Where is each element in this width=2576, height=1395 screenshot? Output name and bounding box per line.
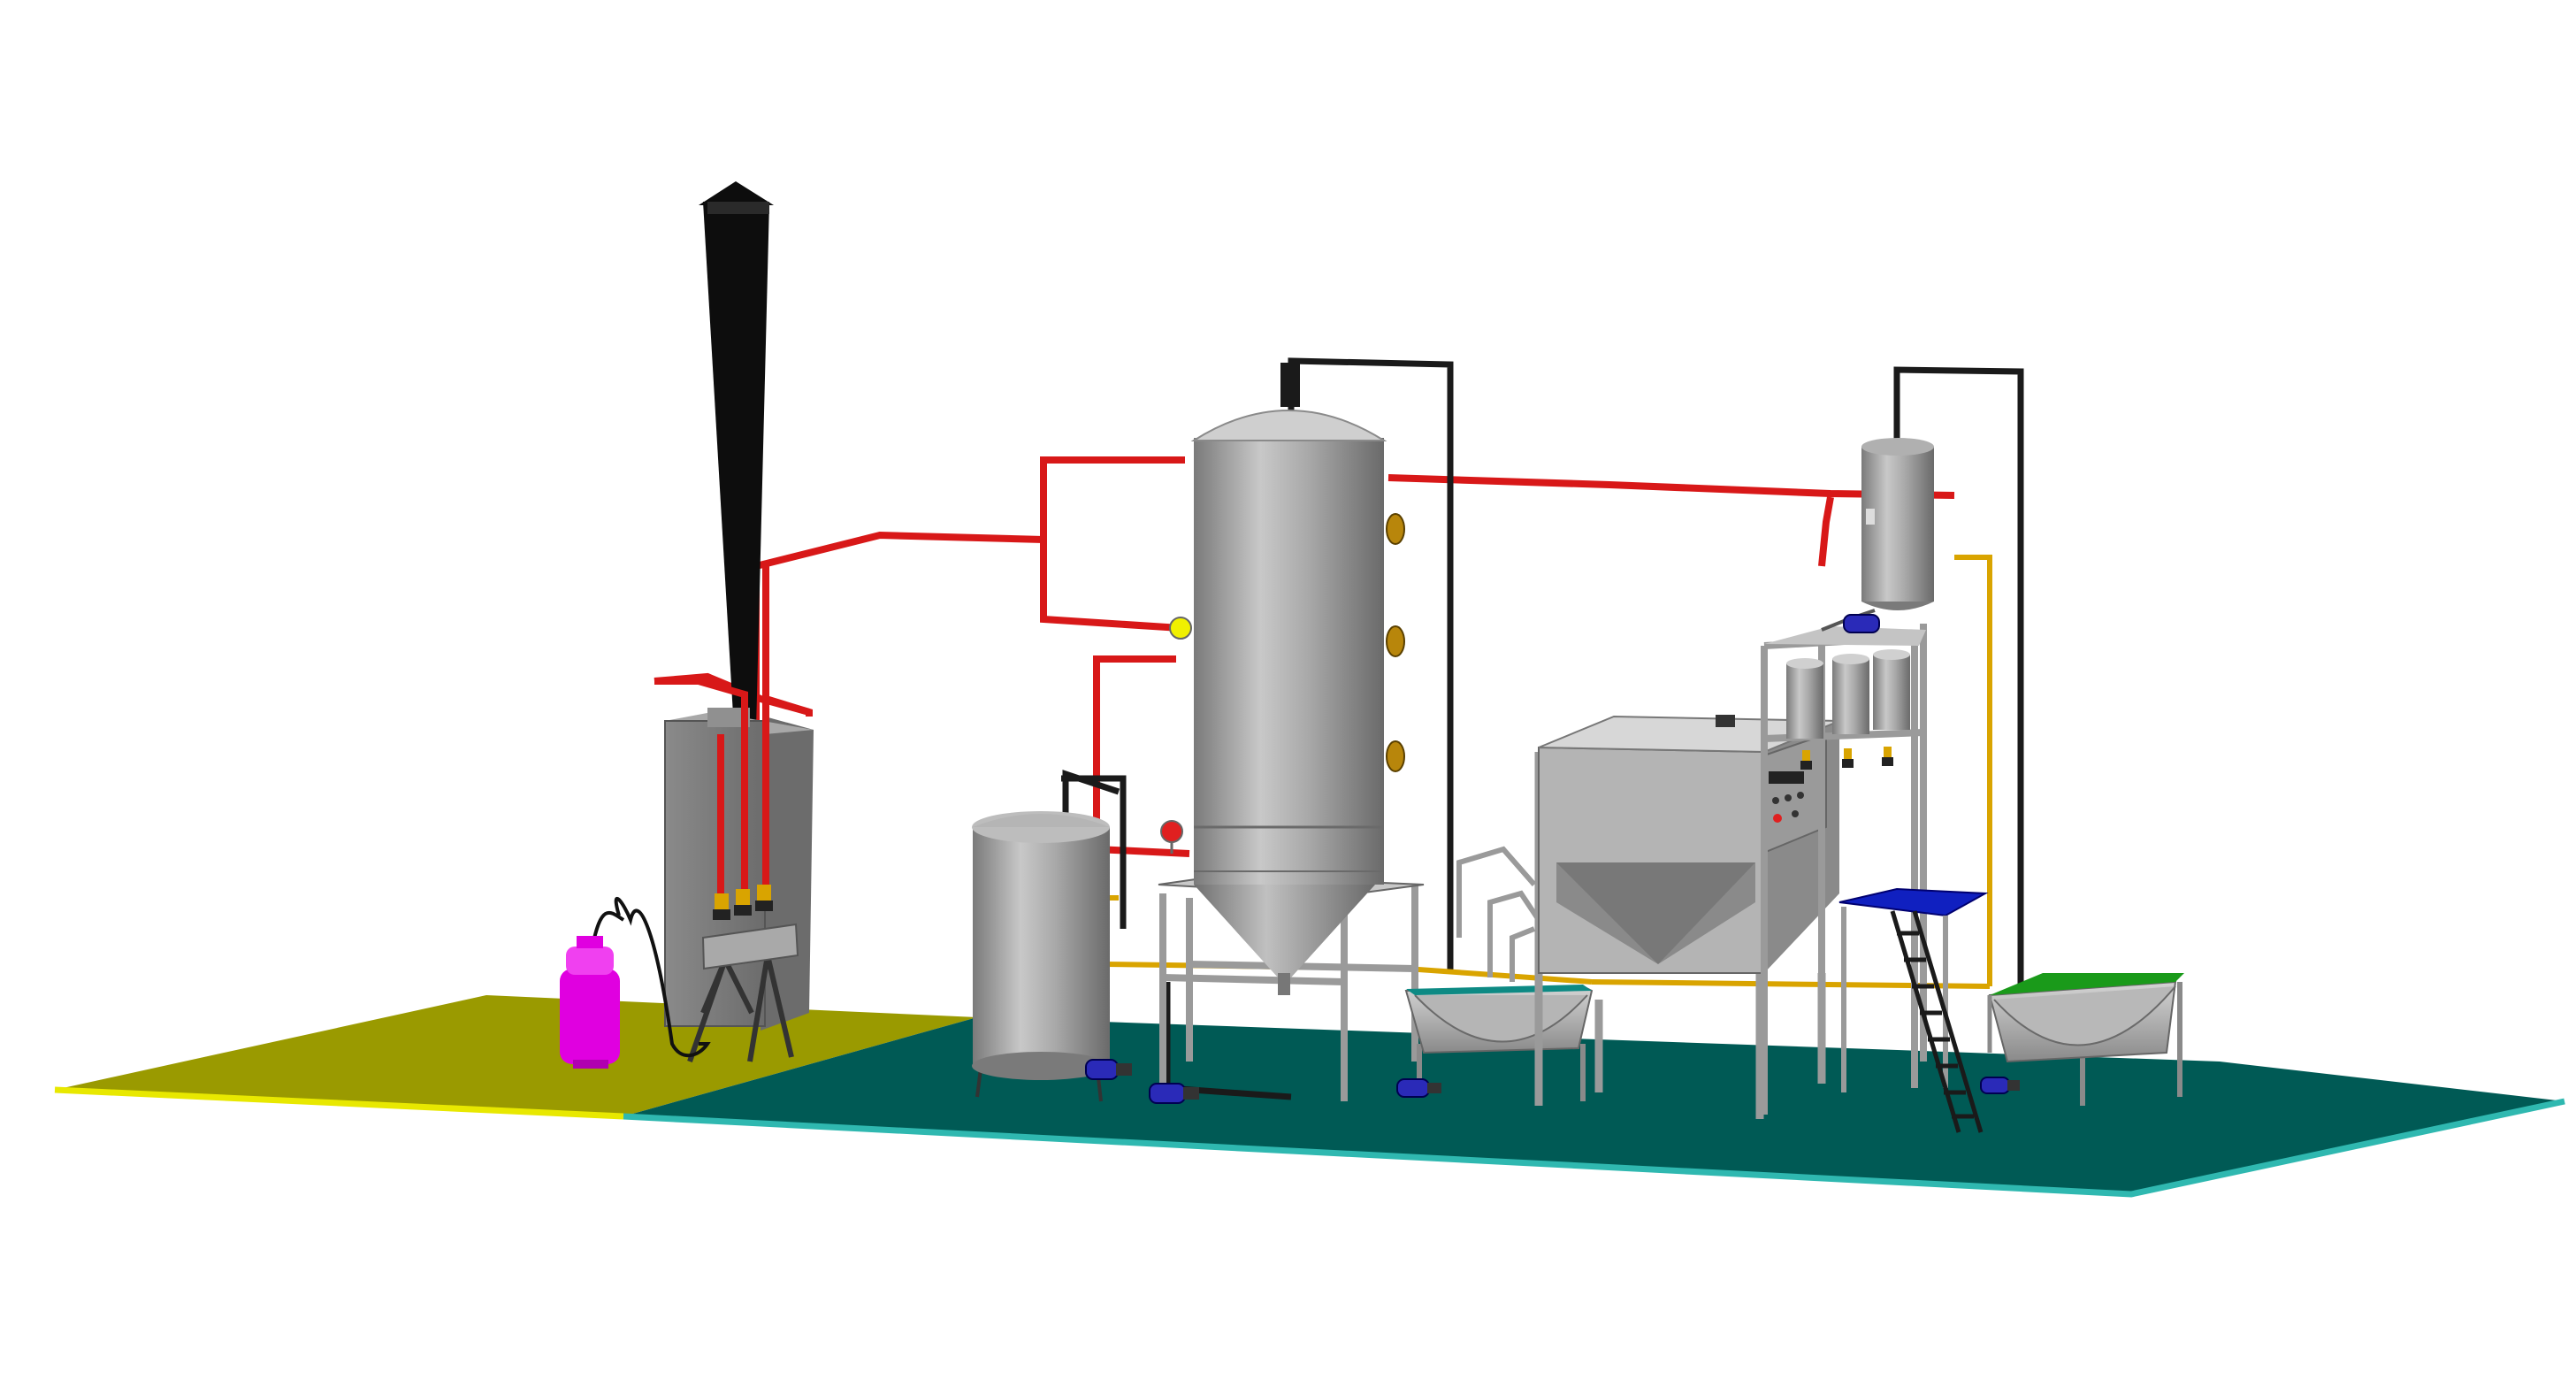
reactor-cone (1194, 885, 1375, 977)
pressure-gauge-icon (1169, 617, 1192, 640)
hopper-feed-tubes (1456, 846, 1541, 982)
storage-tank (972, 811, 1110, 1102)
gas-cylinder-icon (560, 969, 620, 1064)
furnace-feed-pipes (654, 566, 813, 893)
display-icon (1769, 771, 1804, 784)
chimney-cap (699, 181, 774, 205)
pump-icon (1843, 614, 1880, 633)
floor-yellow-edge (54, 1086, 624, 1120)
chimney (699, 181, 774, 730)
filter-icon (1832, 659, 1869, 734)
pump-icon (1085, 1059, 1132, 1080)
exhaust-pipe-network (1061, 357, 2024, 1100)
filter-icon (1786, 663, 1823, 739)
platform-legs (1841, 907, 1948, 1092)
chimney-icon (703, 202, 769, 730)
gas-hose (614, 896, 711, 1058)
access-ladder (1890, 910, 1984, 1133)
sight-glass-icon (1386, 740, 1405, 772)
tank-icon (973, 827, 1110, 1066)
filter-rack (1761, 438, 1989, 1115)
stop-button-icon (1773, 814, 1782, 823)
floor (54, 995, 2565, 1198)
pump-icon (1149, 1083, 1199, 1104)
pump-icon (1396, 1078, 1441, 1098)
burner-nozzles (713, 885, 773, 920)
blue-work-platform (1838, 887, 1989, 917)
reactor-icon (1194, 438, 1384, 885)
reactor-support-frame (1159, 885, 1418, 1101)
filter-icon (1873, 655, 1910, 730)
rack-frame (1761, 624, 1927, 1115)
reactor-column (1158, 363, 1425, 1101)
ladder-icon (1890, 910, 1961, 1133)
filter-cartridges (1786, 649, 1910, 770)
chimney-cap-rim (707, 202, 769, 214)
furnace (654, 566, 814, 1062)
burner-stand (687, 954, 794, 1062)
sight-glass-icon (1386, 625, 1405, 657)
chimney-base-collar (707, 708, 750, 727)
temperature-gauge-icon (1160, 820, 1183, 843)
sight-glass-icon (1386, 513, 1405, 545)
hopper-motor (1716, 715, 1735, 727)
collection-bin-right (1987, 973, 2184, 1106)
furnace-icon (664, 720, 766, 1027)
collection-trough-left (1404, 985, 1594, 1101)
pump-icon (1980, 1077, 2020, 1094)
floor-teal-edge (623, 1098, 2565, 1198)
upper-vessel (1821, 438, 1934, 632)
reactor-sight-glasses (1386, 513, 1405, 772)
reactor-vent (1280, 363, 1300, 407)
rack-top-deck (1764, 626, 1926, 646)
burner-trough (701, 923, 799, 970)
gas-cylinder (560, 896, 711, 1069)
circulation-pumps (1085, 614, 2020, 1104)
